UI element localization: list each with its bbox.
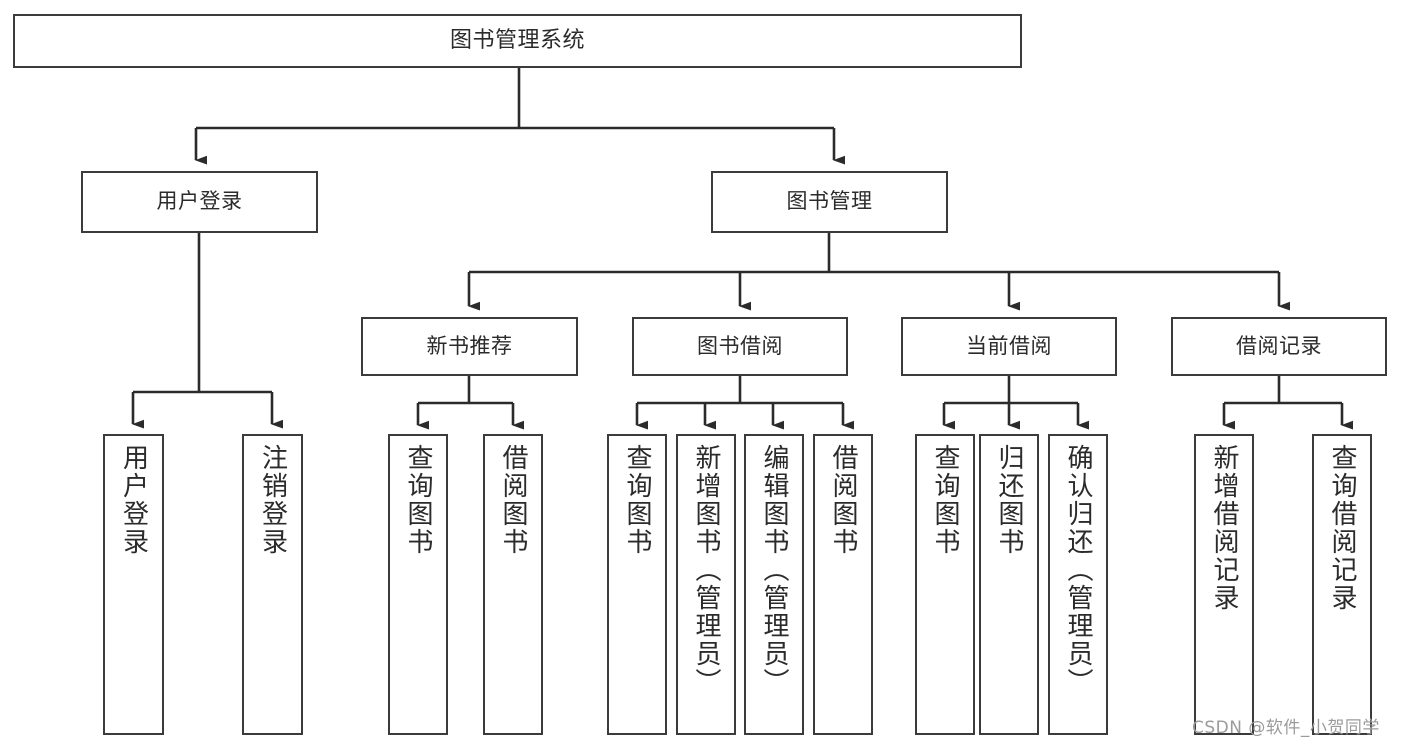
leaf-borrow-books-recommend[interactable]: 借阅图书 (483, 434, 543, 735)
node-label: 图书管理系统 (449, 27, 585, 53)
node-label: 查询图书 (930, 444, 960, 556)
node-label: 借阅图书 (828, 444, 858, 556)
node-current-borrow[interactable]: 当前借阅 (901, 317, 1117, 376)
node-label: 归还图书 (994, 444, 1024, 556)
node-user-login[interactable]: 用户登录 (81, 171, 318, 233)
leaf-query-books-current[interactable]: 查询图书 (915, 434, 975, 735)
node-label: 编辑图书（管理员） (759, 444, 789, 696)
leaf-query-borrow-record[interactable]: 查询借阅记录 (1312, 434, 1372, 735)
node-label: 用户登录 (118, 444, 149, 556)
node-label: 借阅记录 (1236, 333, 1322, 358)
leaf-add-borrow-record[interactable]: 新增借阅记录 (1194, 434, 1254, 735)
node-root-book-management-system[interactable]: 图书管理系统 (13, 14, 1022, 68)
leaf-logout-login[interactable]: 注销登录 (242, 434, 303, 735)
node-label: 图书管理 (786, 189, 873, 214)
node-label: 查询图书 (403, 444, 433, 556)
leaf-query-books-recommend[interactable]: 查询图书 (388, 434, 448, 735)
node-label: 用户登录 (156, 189, 243, 214)
node-label: 图书借阅 (697, 333, 783, 358)
node-label: 确认归还（管理员） (1063, 444, 1093, 696)
node-book-borrow[interactable]: 图书借阅 (632, 317, 848, 376)
leaf-return-books[interactable]: 归还图书 (979, 434, 1039, 735)
node-label: 注销登录 (257, 444, 288, 556)
leaf-confirm-return-admin[interactable]: 确认归还（管理员） (1048, 434, 1108, 735)
node-label: 新书推荐 (426, 333, 513, 358)
node-borrow-record[interactable]: 借阅记录 (1171, 317, 1387, 376)
leaf-user-login[interactable]: 用户登录 (103, 434, 164, 735)
node-label: 新增借阅记录 (1209, 444, 1239, 612)
leaf-add-book-admin[interactable]: 新增图书（管理员） (676, 434, 736, 735)
leaf-edit-book-admin[interactable]: 编辑图书（管理员） (744, 434, 804, 735)
node-book-management[interactable]: 图书管理 (711, 171, 948, 233)
node-label: 查询图书 (622, 444, 652, 556)
node-label: 当前借阅 (966, 333, 1052, 358)
leaf-query-books-borrow[interactable]: 查询图书 (607, 434, 667, 735)
node-label: 借阅图书 (498, 444, 528, 556)
node-label: 查询借阅记录 (1327, 444, 1357, 612)
leaf-borrow-books[interactable]: 借阅图书 (813, 434, 873, 735)
watermark-text: CSDN @软件_小贺同学 (1192, 718, 1380, 738)
node-label: 新增图书（管理员） (691, 444, 721, 696)
node-new-book-recommend[interactable]: 新书推荐 (361, 317, 578, 376)
